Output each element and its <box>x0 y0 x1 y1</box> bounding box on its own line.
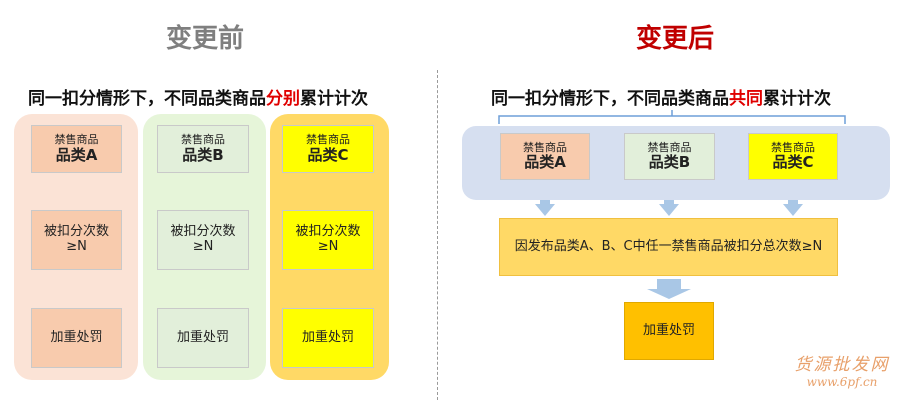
after-category-a-box: 禁售商品 品类A <box>500 133 590 180</box>
after-subtitle: 同一扣分情形下，不同品类商品共同累计计次 <box>491 84 831 109</box>
after-result-box: 加重处罚 <box>624 302 714 360</box>
condition-box: 因发布品类A、B、C中任一禁售商品被扣分总次数≥N <box>499 218 838 276</box>
column-a-result: 加重处罚 <box>50 329 103 345</box>
watermark-line1: 货源批发网 <box>794 355 890 375</box>
column-c-count-cond: ≥N <box>317 239 339 254</box>
after-subtitle-post: 累计计次 <box>763 89 831 109</box>
condition-text: 因发布品类A、B、C中任一禁售商品被扣分总次数≥N <box>514 238 823 254</box>
top-bracket <box>498 110 846 124</box>
after-category-a-small: 禁售商品 <box>523 140 567 154</box>
column-a-label-small: 禁售商品 <box>54 133 99 147</box>
column-c-result-box: 加重处罚 <box>282 308 374 368</box>
column-b-label-small: 禁售商品 <box>181 133 225 147</box>
column-a-result-box: 加重处罚 <box>31 308 122 368</box>
after-arrow-to-result <box>647 279 691 299</box>
column-c-result: 加重处罚 <box>301 329 354 345</box>
column-b-label-big: 品类B <box>182 145 224 164</box>
column-a-count-cond: ≥N <box>66 239 87 254</box>
after-subtitle-pre: 同一扣分情形下，不同品类商品 <box>491 89 729 109</box>
before-subtitle-highlight: 分别 <box>266 89 300 109</box>
after-result: 加重处罚 <box>642 322 695 338</box>
after-subtitle-highlight: 共同 <box>729 89 763 109</box>
watermark: 货源批发网 www.6pf.cn <box>784 350 900 389</box>
column-b-category-box: 禁售商品 品类B <box>157 125 249 173</box>
column-c-category-box: 禁售商品 品类C <box>282 125 374 173</box>
after-category-b-small: 禁售商品 <box>647 140 692 154</box>
column-a-category-box: 禁售商品 品类A <box>31 125 122 173</box>
column-b-count-text: 被扣分次数 <box>170 224 236 240</box>
after-category-b-big: 品类B <box>648 153 691 172</box>
column-b-result-box: 加重处罚 <box>157 308 249 368</box>
column-a-count-box: 被扣分次数 ≥N <box>31 210 122 270</box>
column-a-count-text: 被扣分次数 <box>43 224 109 240</box>
column-b-count-box: 被扣分次数 ≥N <box>157 210 249 270</box>
column-c-label-small: 禁售商品 <box>306 133 350 147</box>
section-divider <box>437 70 438 400</box>
after-title: 变更后 <box>635 24 714 54</box>
column-a-label-big: 品类A <box>55 145 98 164</box>
column-c-count-box: 被扣分次数 ≥N <box>282 210 374 270</box>
after-category-c-small: 禁售商品 <box>771 140 815 154</box>
after-category-b-box: 禁售商品 品类B <box>624 133 715 180</box>
before-subtitle-post: 累计计次 <box>300 89 368 109</box>
before-subtitle-pre: 同一扣分情形下，不同品类商品 <box>28 89 266 109</box>
column-c-count-text: 被扣分次数 <box>295 224 361 240</box>
after-category-c-big: 品类C <box>772 153 814 172</box>
before-title: 变更前 <box>165 24 244 54</box>
column-c-label-big: 品类C <box>307 145 349 164</box>
after-category-a-big: 品类A <box>524 153 566 172</box>
after-category-c-box: 禁售商品 品类C <box>748 133 838 180</box>
watermark-line2: www.6pf.cn <box>806 375 878 389</box>
column-b-result: 加重处罚 <box>176 329 229 345</box>
column-b-count-cond: ≥N <box>192 239 214 254</box>
before-subtitle: 同一扣分情形下，不同品类商品分别累计计次 <box>28 84 368 109</box>
